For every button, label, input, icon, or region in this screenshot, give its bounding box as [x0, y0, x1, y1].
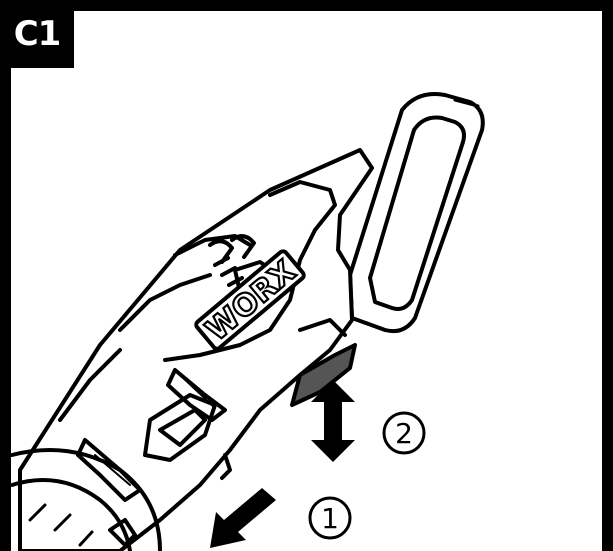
figure-label: C1	[0, 0, 74, 68]
step-2-number: 2	[395, 417, 413, 450]
chainsaw-body	[10, 148, 374, 551]
step-1-marker: 1	[308, 496, 352, 540]
guide-bar	[348, 92, 485, 334]
step-1-number: 1	[321, 502, 339, 535]
push-arrow-icon	[210, 488, 276, 548]
up-down-arrow-icon	[311, 380, 355, 462]
step-2-marker: 2	[382, 411, 426, 455]
